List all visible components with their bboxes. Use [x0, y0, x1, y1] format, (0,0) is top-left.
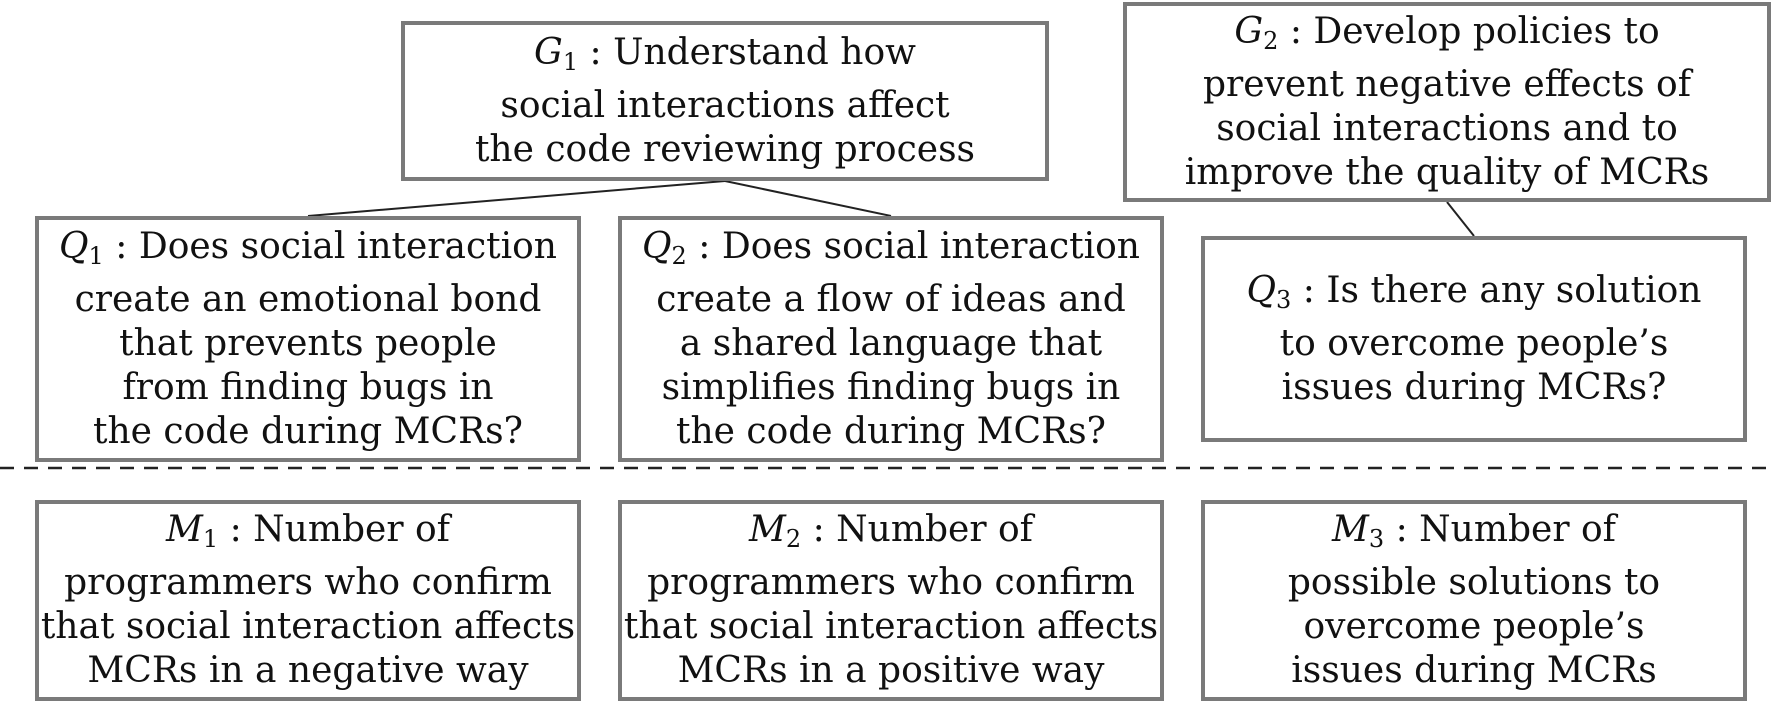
metric-m1-line-1: programmers who confirm [64, 562, 552, 603]
question-q1-line-3: from finding bugs in [122, 366, 494, 408]
question-q3-line-0: Q3 : Is there any solution [1246, 269, 1702, 314]
goal-g2-line-3: improve the quality of MCRs [1184, 151, 1710, 193]
metric-m2-line-1: programmers who confirm [647, 562, 1135, 603]
metric-m3-line-1: possible solutions to [1287, 562, 1661, 603]
question-q1-line-0: Q1 : Does social interaction [59, 225, 557, 270]
question-q3-symbol: Q3 [1246, 269, 1292, 314]
metric-m1-line-0: M1 : Number of [166, 509, 450, 553]
goal-g1-symbol: G1 [534, 31, 579, 76]
question-q1-symbol: Q1 [59, 225, 104, 270]
metric-m3-line-0: M3 : Number of [1332, 509, 1616, 553]
metric-box-m3: M3 : Number of possible solutions to ove… [1201, 500, 1747, 701]
connector-g1-q2 [724, 180, 892, 217]
goal-g1-line-0: G1 : Understand how [534, 31, 916, 76]
question-q2-line-4: the code during MCRs? [676, 410, 1106, 452]
metric-m1-symbol: M1 [166, 509, 219, 553]
question-box-q2: Q2 : Does social interaction create a fl… [618, 216, 1164, 462]
question-q2-line-0: Q2 : Does social interaction [642, 225, 1140, 270]
goal-g2-line-0: G2 : Develop policies to [1234, 10, 1660, 55]
connector-g2-q3 [1446, 201, 1475, 237]
question-q2-symbol: Q2 [642, 225, 687, 270]
metric-m2-line-2: that social interaction affects [623, 606, 1159, 647]
question-q1-line-2: that prevents people [119, 322, 497, 364]
question-q3-line-1: to overcome people’s [1279, 322, 1669, 364]
question-box-q1: Q1 : Does social interaction create an e… [35, 216, 581, 462]
metric-box-m1: M1 : Number of programmers who confirm t… [35, 500, 581, 701]
goal-g2-line-1: prevent negative effects of [1202, 63, 1692, 105]
metric-m1-line-3: MCRs in a negative way [87, 650, 529, 691]
goal-g1-line-1: social interactions affect [500, 84, 950, 126]
metric-m2-line-0: M2 : Number of [749, 509, 1033, 553]
metric-m2-symbol: M2 [749, 509, 802, 553]
metric-m3-line-3: issues during MCRs [1291, 650, 1657, 691]
question-q2-line-2: a shared language that [679, 322, 1103, 364]
goal-g1-line-2: the code reviewing process [474, 128, 976, 170]
question-box-q3: Q3 : Is there any solution to overcome p… [1201, 236, 1747, 442]
question-q3-line-2: issues during MCRs? [1281, 366, 1667, 408]
question-q2-line-1: create a flow of ideas and [656, 278, 1126, 320]
metric-m3-symbol: M3 [1332, 509, 1385, 553]
question-q1-line-1: create an emotional bond [74, 278, 542, 320]
metric-m2-line-3: MCRs in a positive way [677, 650, 1105, 691]
goal-g2-line-2: social interactions and to [1216, 107, 1678, 149]
question-q2-line-3: simplifies finding bugs in [661, 366, 1121, 408]
metric-box-m2: M2 : Number of programmers who confirm t… [618, 500, 1164, 701]
goal-g2-symbol: G2 [1234, 10, 1279, 55]
metric-m3-line-2: overcome people’s [1303, 606, 1645, 647]
connector-g1-q1 [307, 180, 726, 217]
goal-box-g1: G1 : Understand how social interactions … [401, 21, 1049, 181]
question-q1-line-4: the code during MCRs? [93, 410, 523, 452]
metric-m1-line-2: that social interaction affects [40, 606, 576, 647]
goal-box-g2: G2 : Develop policies to prevent negativ… [1123, 2, 1771, 202]
